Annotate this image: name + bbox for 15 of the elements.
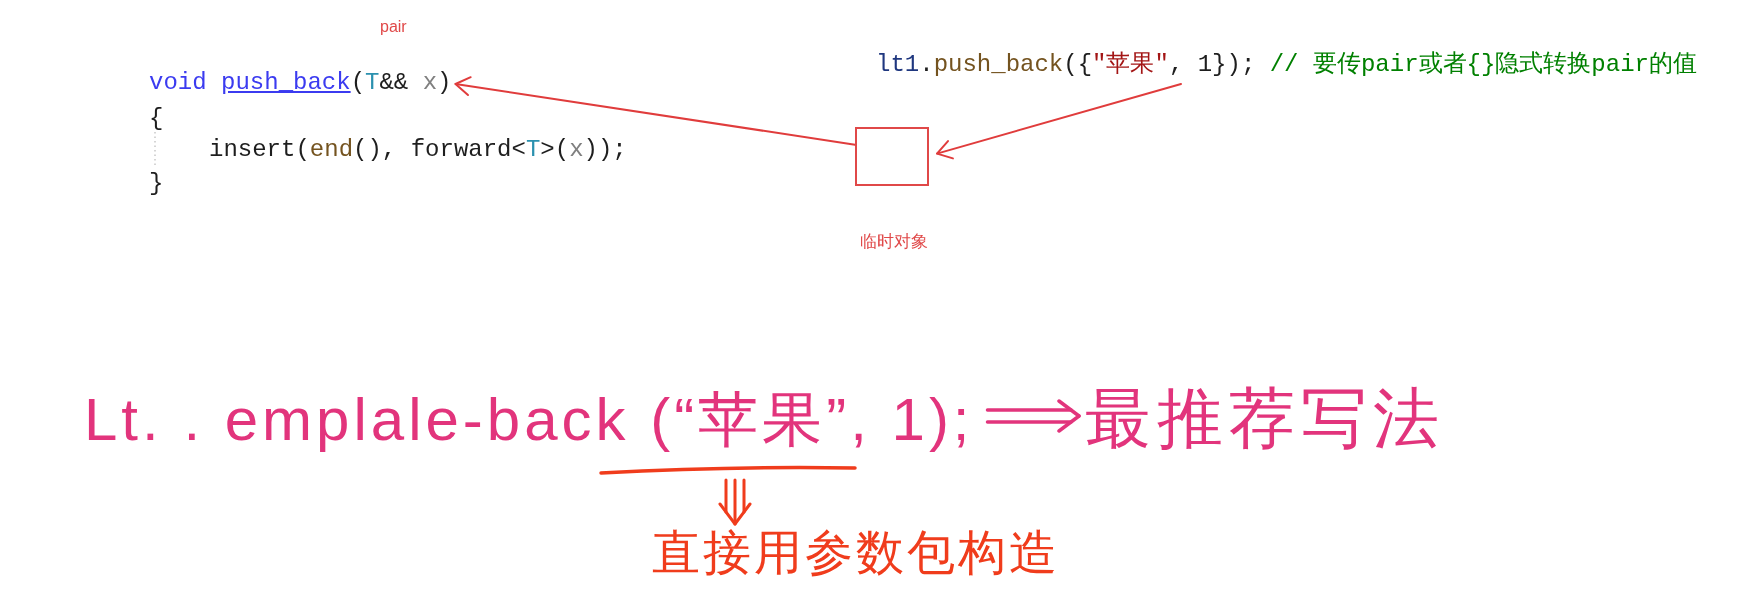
arrow [454, 76, 856, 146]
code-line: lt1.push_back({"苹果", 1}); // 要传pair或者{}隐式转换pair的值 [876, 49, 1697, 81]
code-line: } [149, 169, 164, 199]
code-line: insert(end(), forward<T>(x)); [209, 135, 627, 165]
empty-box [855, 127, 929, 186]
handwritten-code: Lt. . emplale-back (“苹果”, 1); [84, 384, 974, 478]
handwritten-note: 最推荐写法 [1085, 380, 1445, 456]
box-caption: 临时对象 [860, 232, 928, 252]
annotation-text: pair [380, 17, 407, 37]
code-line: { [149, 104, 164, 134]
handwritten-note: 直接用参数包构造 [652, 525, 1060, 581]
triple-arrow [718, 478, 752, 526]
double-arrow [985, 399, 1081, 433]
arrow [936, 83, 1182, 160]
code-line: void push_back(T&& x) [149, 67, 452, 99]
